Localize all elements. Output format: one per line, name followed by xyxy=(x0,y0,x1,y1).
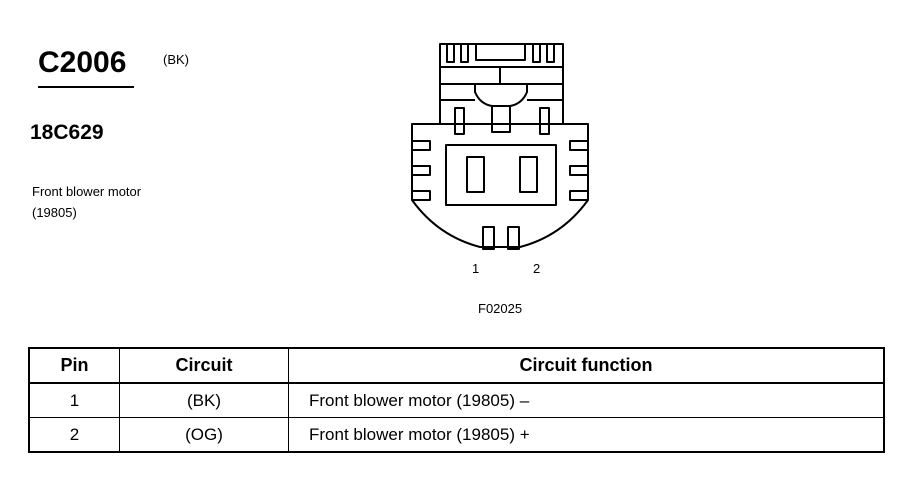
latch-slot xyxy=(546,43,555,63)
component-ref: (19805) xyxy=(32,205,77,220)
header-circuit: Circuit xyxy=(119,347,289,384)
side-rib xyxy=(411,140,431,151)
latch-stem xyxy=(491,105,511,133)
cell-circuit: (OG) xyxy=(119,417,289,453)
cell-circuit: (BK) xyxy=(119,382,289,418)
side-rib xyxy=(411,190,431,201)
pin-table: Pin Circuit Circuit function 1 (BK) Fron… xyxy=(28,347,885,453)
table-header-row: Pin Circuit Circuit function xyxy=(28,347,885,384)
terminal-pin-2 xyxy=(519,156,538,193)
connector-id-underline xyxy=(38,86,134,88)
connector-color: (BK) xyxy=(163,52,189,67)
header-circuit-function: Circuit function xyxy=(288,347,885,384)
bottom-tab-1 xyxy=(482,226,495,250)
connector-id: C2006 xyxy=(38,46,127,79)
side-rib xyxy=(569,165,589,176)
connector-face-diagram xyxy=(411,43,589,250)
terminal-cavity xyxy=(445,144,557,206)
bottom-tab-2 xyxy=(507,226,520,250)
terminal-pin-1 xyxy=(466,156,485,193)
figure-code: F02025 xyxy=(478,301,523,316)
pin-label-1: 1 xyxy=(472,261,480,276)
side-rib xyxy=(569,190,589,201)
table-row: 2 (OG) Front blower motor (19805) + xyxy=(28,417,885,453)
latch-slot xyxy=(532,43,541,63)
cell-circuit-function: Front blower motor (19805) + xyxy=(288,417,885,453)
header-pin: Pin xyxy=(28,347,120,384)
latch-tab xyxy=(475,43,526,61)
pin-label-2: 2 xyxy=(533,261,541,276)
latch-slot xyxy=(460,43,469,63)
side-rib xyxy=(569,140,589,151)
component-name: Front blower motor xyxy=(32,184,142,199)
cell-pin: 2 xyxy=(28,417,120,453)
table-row: 1 (BK) Front blower motor (19805) – xyxy=(28,382,885,418)
side-slot xyxy=(454,107,465,135)
latch-slot xyxy=(446,43,455,63)
side-slot xyxy=(539,107,550,135)
connector-body xyxy=(411,123,589,248)
cell-pin: 1 xyxy=(28,382,120,418)
side-rib xyxy=(411,165,431,176)
part-number: 18C629 xyxy=(30,121,104,144)
cell-circuit-function: Front blower motor (19805) – xyxy=(288,382,885,418)
